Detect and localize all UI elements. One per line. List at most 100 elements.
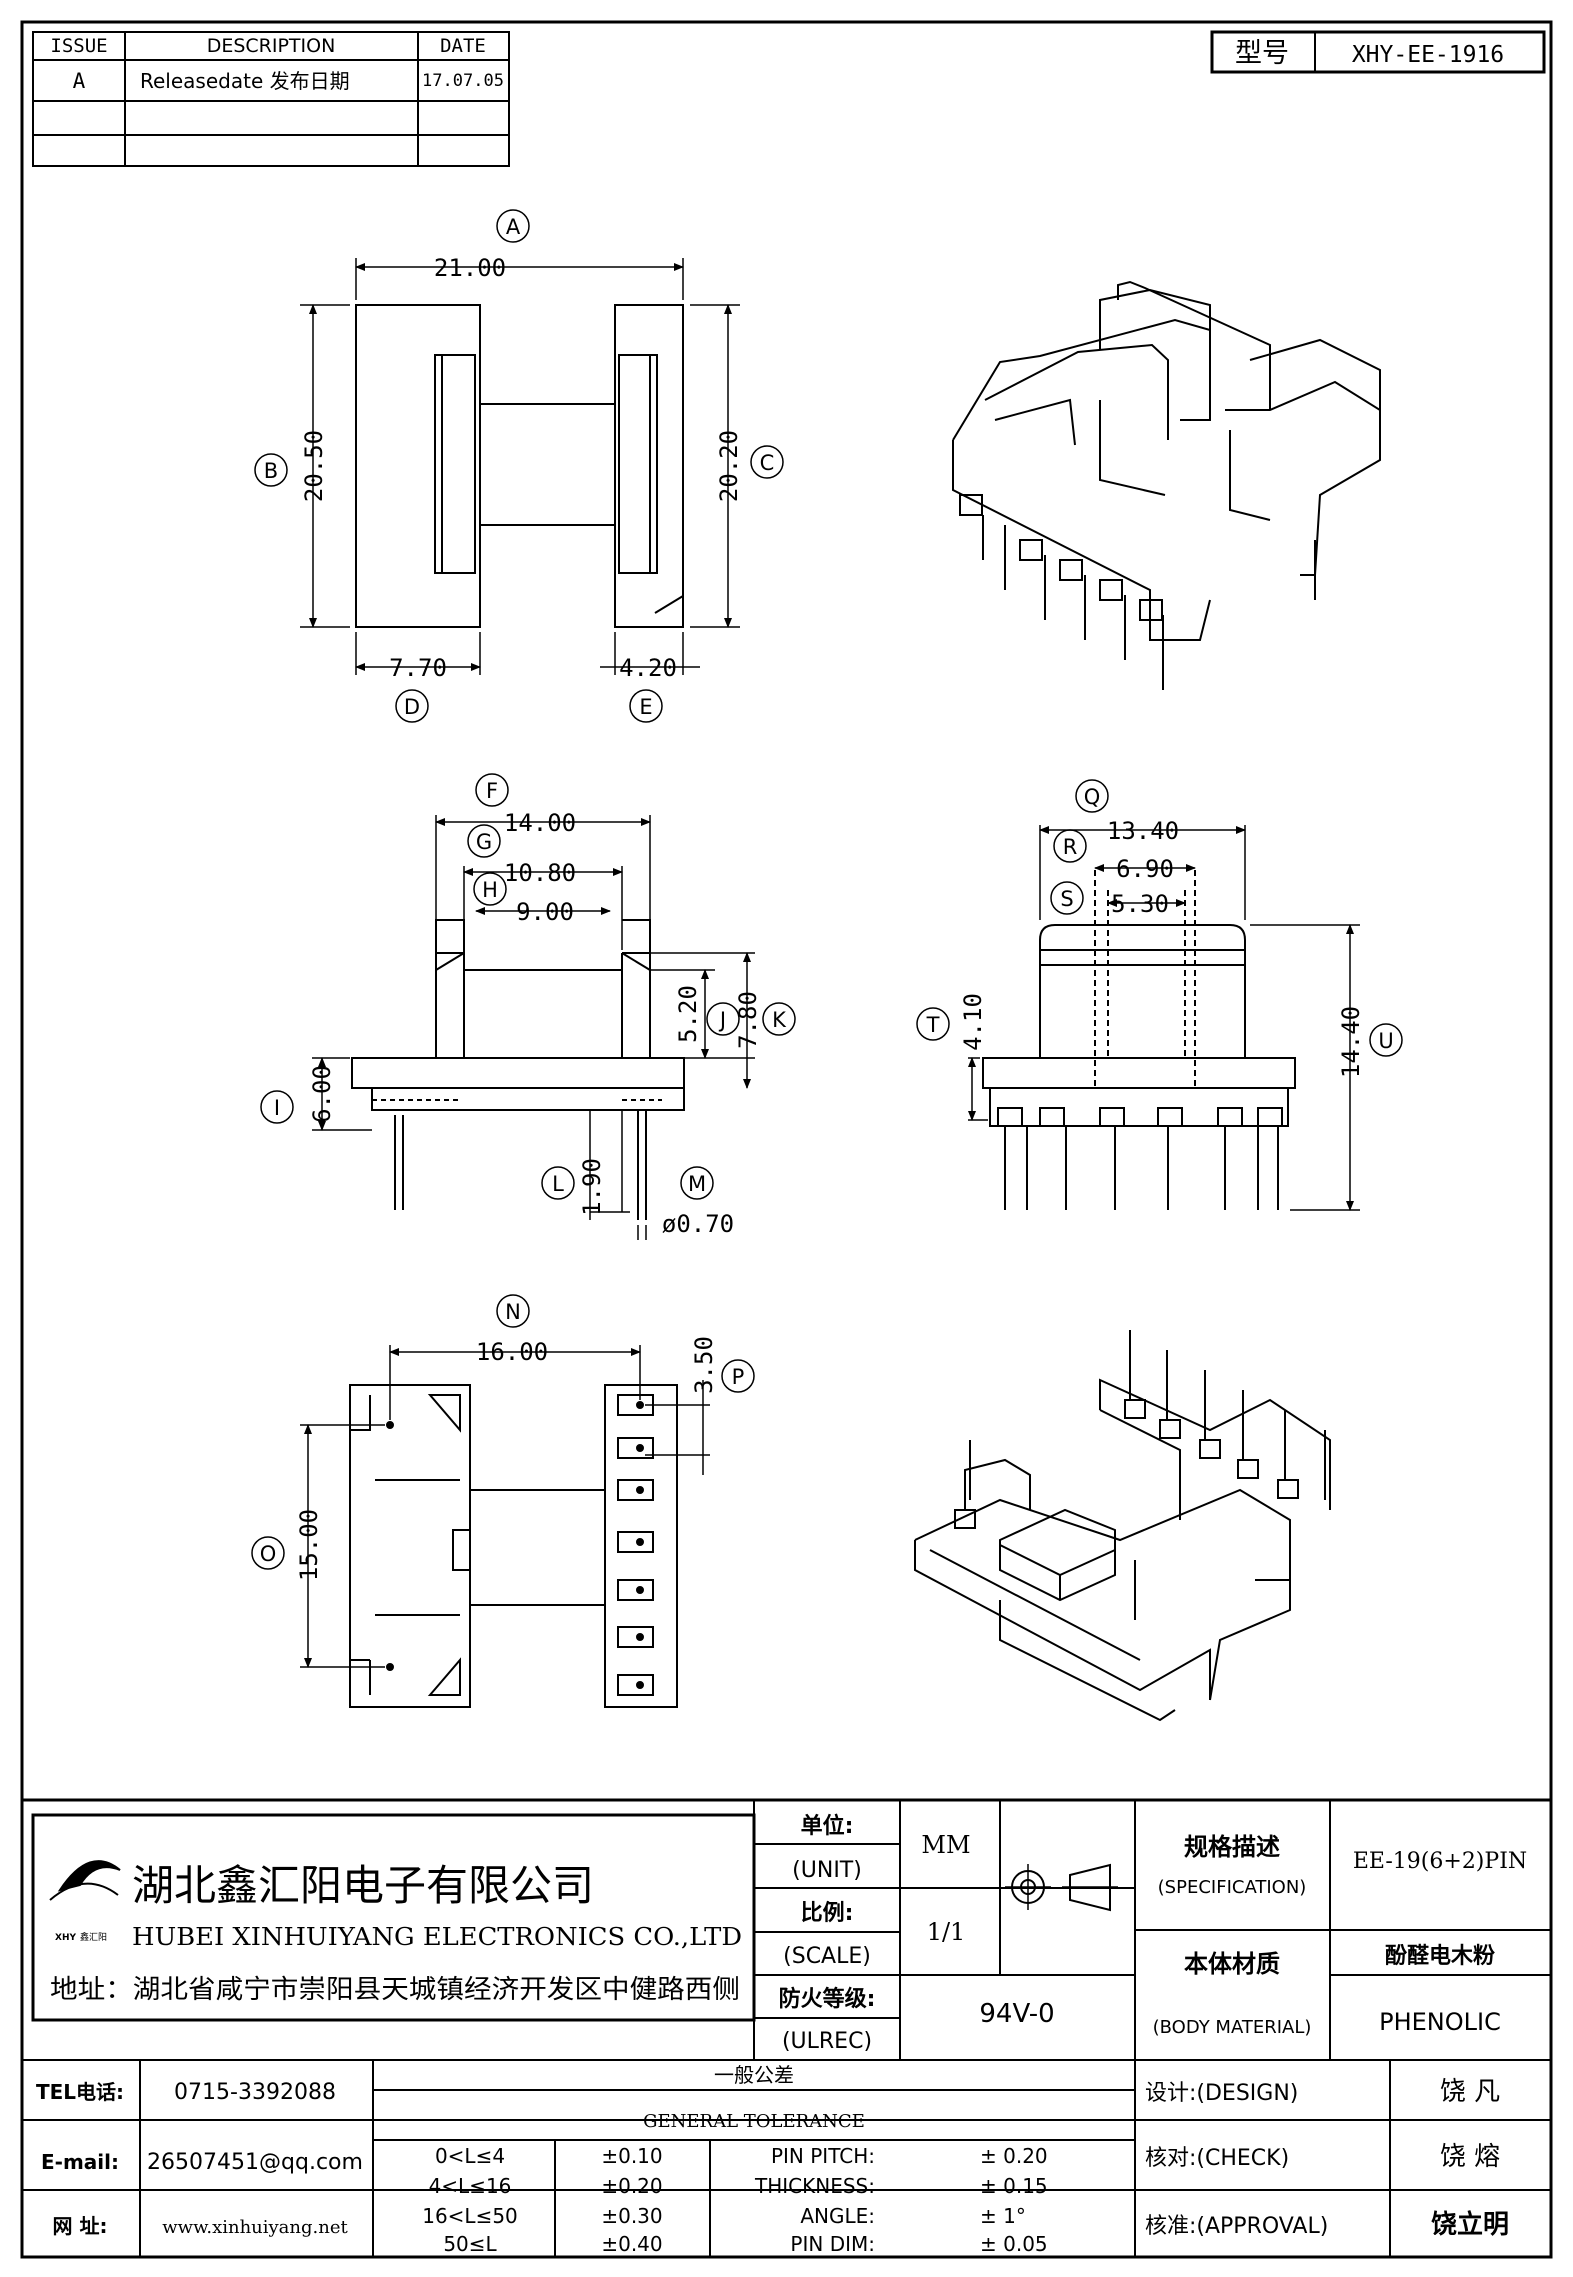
dim-b-value: 20.50 (300, 430, 328, 502)
model-value: XHY-EE-1916 (1352, 42, 1504, 68)
balloon-j: J (718, 1008, 726, 1032)
tel-label: TEL电话: (36, 2080, 124, 2104)
balloon-l: L (552, 1172, 564, 1196)
tolerance-title-cn: 一般公差 (714, 2063, 794, 2087)
balloon-b: B (264, 459, 278, 483)
balloon-n: N (505, 1300, 521, 1324)
balloon-i: I (274, 1096, 280, 1120)
rev-issue: A (73, 69, 86, 93)
tel-value: 0715-3392088 (174, 2080, 336, 2105)
logo-text: XHY (55, 1933, 76, 1943)
unit-label-en: (UNIT) (792, 1858, 862, 1883)
dim-t-value: 4.10 (959, 993, 987, 1051)
tol-value-3: ±0.40 (601, 2232, 662, 2256)
isometric-view-top (952, 280, 1381, 690)
dim-u-value: 14.40 (1337, 1006, 1365, 1078)
tol-range-0: 0<L≤4 (435, 2144, 505, 2168)
spec-label-cn: 规格描述 (1184, 1833, 1280, 1861)
company-address: 地址：湖北省咸宁市崇阳县天城镇经济开发区中健路西侧 (50, 1975, 740, 2005)
check-label: 核对:(CHECK) (1145, 2146, 1289, 2171)
sheet-border (20, 20, 1553, 2259)
rev-description: Releasedate 发布日期 (140, 69, 350, 93)
balloon-h: H (482, 878, 498, 902)
isometric-view-bottom (914, 1330, 1331, 1722)
company-name-cn: 湖北鑫汇阳电子有限公司 (132, 1861, 594, 1910)
rev-date: 17.07.05 (422, 71, 504, 91)
design-name: 饶 凡 (1440, 2077, 1500, 2107)
dim-c-value: 20.20 (715, 430, 743, 502)
tolerance-title-en: GENERAL TOLERANCE (643, 2111, 865, 2132)
top-view (300, 258, 740, 675)
logo-subtext: 鑫汇阳 (80, 1931, 107, 1943)
tol-item-1: THICKNESS: (754, 2174, 875, 2198)
dim-k-value: 7.80 (734, 991, 762, 1049)
dim-p-value: 3.50 (690, 1336, 718, 1394)
dim-s-value: 5.30 (1111, 890, 1169, 918)
balloon-d: D (404, 695, 420, 719)
approval-name: 饶立明 (1431, 2209, 1509, 2240)
tol-itemval-2: ± 1° (980, 2204, 1026, 2228)
balloon-o: O (260, 1542, 277, 1566)
company-logo-icon (49, 1860, 121, 1901)
ulrec-label-en: (ULREC) (782, 2029, 872, 2054)
front-view (312, 815, 755, 1240)
title-block-grid (22, 1798, 1551, 2257)
scale-label-cn: 比例: (801, 1901, 854, 1926)
dim-r-value: 6.90 (1116, 855, 1174, 883)
dim-n-value: 16.00 (476, 1338, 548, 1366)
balloon-s: S (1060, 887, 1073, 911)
dim-f-value: 14.00 (504, 809, 576, 837)
web-label: 网 址: (53, 2214, 108, 2238)
model-label: 型号 (1235, 38, 1289, 69)
dim-e-value: 4.20 (619, 654, 677, 682)
material-value-en: PHENOLIC (1379, 2008, 1501, 2036)
company-name-en: HUBEI XINHUIYANG ELECTRONICS CO.,LTD (132, 1923, 742, 1951)
tol-range-1: 4<L≤16 (429, 2174, 512, 2198)
spec-value: EE-19(6+2)PIN (1353, 1849, 1527, 1874)
balloon-f: F (486, 779, 498, 803)
dim-j-value: 5.20 (674, 985, 702, 1043)
balloon-a: A (506, 215, 521, 239)
dim-l-value: 1.90 (578, 1158, 606, 1216)
bottom-view (300, 1345, 710, 1708)
unit-label-cn: 单位: (801, 1813, 854, 1839)
tol-itemval-0: ± 0.20 (980, 2144, 1048, 2168)
ulrec-label-cn: 防火等级: (779, 1986, 876, 2012)
dim-q-value: 13.40 (1107, 817, 1179, 845)
tol-value-1: ±0.20 (601, 2174, 662, 2198)
balloon-g: G (476, 830, 492, 854)
ulrec-value: 94V-0 (979, 1999, 1054, 2029)
tol-value-2: ±0.30 (601, 2204, 662, 2228)
tol-range-2: 16<L≤50 (422, 2204, 518, 2228)
balloon-m: M (688, 1172, 706, 1196)
scale-label-en: (SCALE) (783, 1944, 871, 1969)
rev-header-description: DESCRIPTION (207, 35, 336, 57)
dim-h-value: 9.00 (516, 898, 574, 926)
balloon-t: T (926, 1013, 940, 1037)
rev-header-date: DATE (440, 35, 486, 57)
tol-item-3: PIN DIM: (790, 2232, 875, 2256)
balloon-c: C (760, 451, 775, 475)
material-value-cn: 酚醛电木粉 (1385, 1944, 1495, 1969)
side-view (968, 825, 1360, 1211)
email-label: E-mail: (41, 2150, 119, 2174)
dim-m-value: ø0.70 (662, 1210, 734, 1238)
balloon-u: U (1378, 1029, 1393, 1053)
tol-item-0: PIN PITCH: (771, 2144, 875, 2168)
balloon-k: K (772, 1008, 787, 1032)
material-label-cn: 本体材质 (1184, 1950, 1280, 1978)
dim-g-value: 10.80 (504, 859, 576, 887)
scale-value: 1/1 (927, 1918, 966, 1946)
spec-label-en: (SPECIFICATION) (1158, 1877, 1307, 1898)
tol-item-2: ANGLE: (800, 2204, 875, 2228)
tol-itemval-1: ± 0.15 (980, 2174, 1048, 2198)
dim-d-value: 7.70 (389, 654, 447, 682)
balloon-r: R (1063, 835, 1078, 859)
balloon-e: E (639, 695, 652, 719)
rev-header-issue: ISSUE (50, 35, 107, 57)
balloon-p: P (732, 1365, 745, 1389)
tol-value-0: ±0.10 (601, 2144, 662, 2168)
unit-value: MM (921, 1831, 970, 1859)
revision-table (32, 31, 510, 167)
